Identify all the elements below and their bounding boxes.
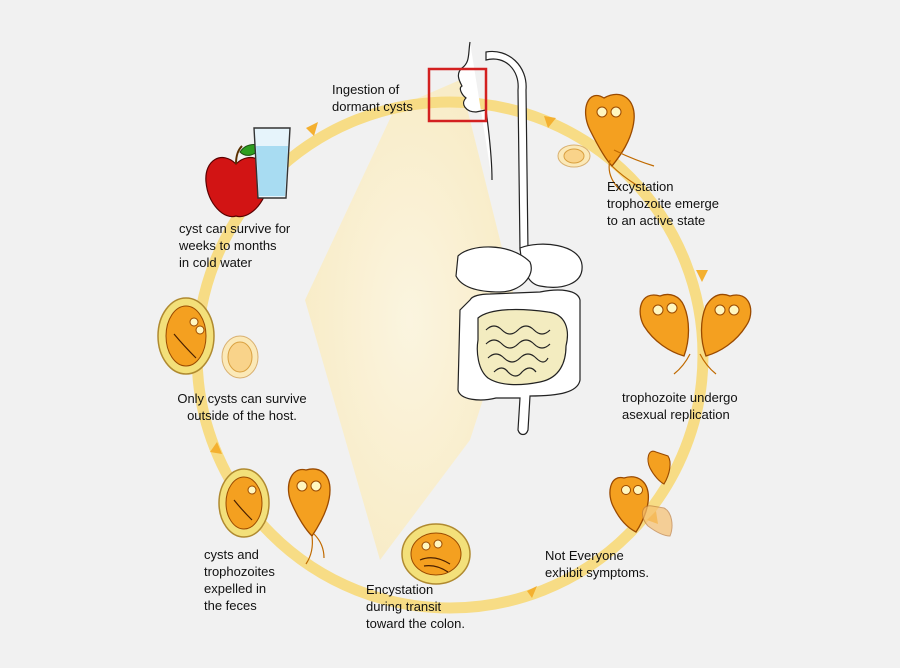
giardia-cyst-icon bbox=[221, 335, 259, 379]
label-ingestion: Ingestion of dormant cysts bbox=[332, 81, 413, 115]
label-line: trophozoites bbox=[204, 564, 275, 579]
label-symptoms: Not Everyone exhibit symptoms. bbox=[545, 547, 649, 581]
label-line: exhibit symptoms. bbox=[545, 565, 650, 580]
label-line: trophozoite emerge bbox=[607, 196, 720, 211]
label-line: weeks to months bbox=[179, 238, 277, 253]
label-line: Not Everyone bbox=[545, 548, 624, 563]
ingestion-light-wedge bbox=[305, 80, 515, 560]
cycle-arrow-left bbox=[210, 442, 222, 454]
label-line: during transit bbox=[366, 599, 442, 614]
cycle-arrow-top-right bbox=[544, 116, 556, 128]
giardia-trophozoite-icon bbox=[287, 468, 331, 565]
label-line: expelled in bbox=[204, 581, 267, 596]
giardia-trophozoite-icon bbox=[639, 293, 752, 375]
label-line: in cold water bbox=[179, 255, 252, 270]
label-replication: trophozoite undergo asexual replication bbox=[622, 389, 738, 423]
small-intestine-folds bbox=[485, 325, 551, 377]
giardia-cyst-icon bbox=[557, 144, 591, 168]
esophagus bbox=[485, 50, 529, 253]
label-survival: cyst can survive for weeks to months in … bbox=[179, 220, 290, 271]
label-excystation: Excystation trophozoite emerge to an act… bbox=[607, 178, 719, 229]
label-expelled: cysts and trophozoites expelled in the f… bbox=[204, 546, 275, 614]
giardia-trophozoite-icon bbox=[584, 93, 655, 191]
cycle-arrow-top-left bbox=[306, 122, 318, 136]
label-line: cysts and bbox=[204, 547, 259, 562]
label-outside-host: Only cysts can survive outside of the ho… bbox=[142, 390, 342, 424]
label-line: dormant cysts bbox=[332, 99, 413, 114]
label-line: outside of the host. bbox=[187, 408, 297, 423]
label-line: the feces bbox=[204, 598, 257, 613]
giardia-cyst-icon bbox=[218, 468, 270, 538]
liver bbox=[455, 246, 532, 293]
giardia-trophozoite-icon bbox=[609, 450, 673, 537]
label-line: asexual replication bbox=[622, 407, 730, 422]
cycle-arrow-bottom bbox=[527, 586, 537, 598]
label-line: Excystation bbox=[607, 179, 674, 194]
cycle-arrow-right bbox=[696, 270, 708, 282]
label-line: trophozoite undergo bbox=[622, 390, 738, 405]
giardia-cyst-icon bbox=[401, 523, 471, 585]
label-line: toward the colon. bbox=[366, 616, 466, 631]
label-line: Encystation bbox=[366, 582, 434, 597]
label-line: cyst can survive for bbox=[179, 221, 291, 236]
label-encystation: Encystation during transit toward the co… bbox=[366, 581, 465, 632]
small-intestine bbox=[476, 308, 569, 386]
label-line: Only cysts can survive bbox=[177, 391, 307, 406]
head-profile bbox=[457, 41, 493, 181]
giardia-cyst-icon bbox=[157, 297, 215, 375]
label-line: Ingestion of bbox=[332, 82, 400, 97]
mouth-highlight-box bbox=[427, 67, 488, 123]
label-line: to an active state bbox=[607, 213, 706, 228]
water-glass-icon bbox=[253, 127, 291, 199]
digestive-system-illustration bbox=[455, 41, 583, 436]
